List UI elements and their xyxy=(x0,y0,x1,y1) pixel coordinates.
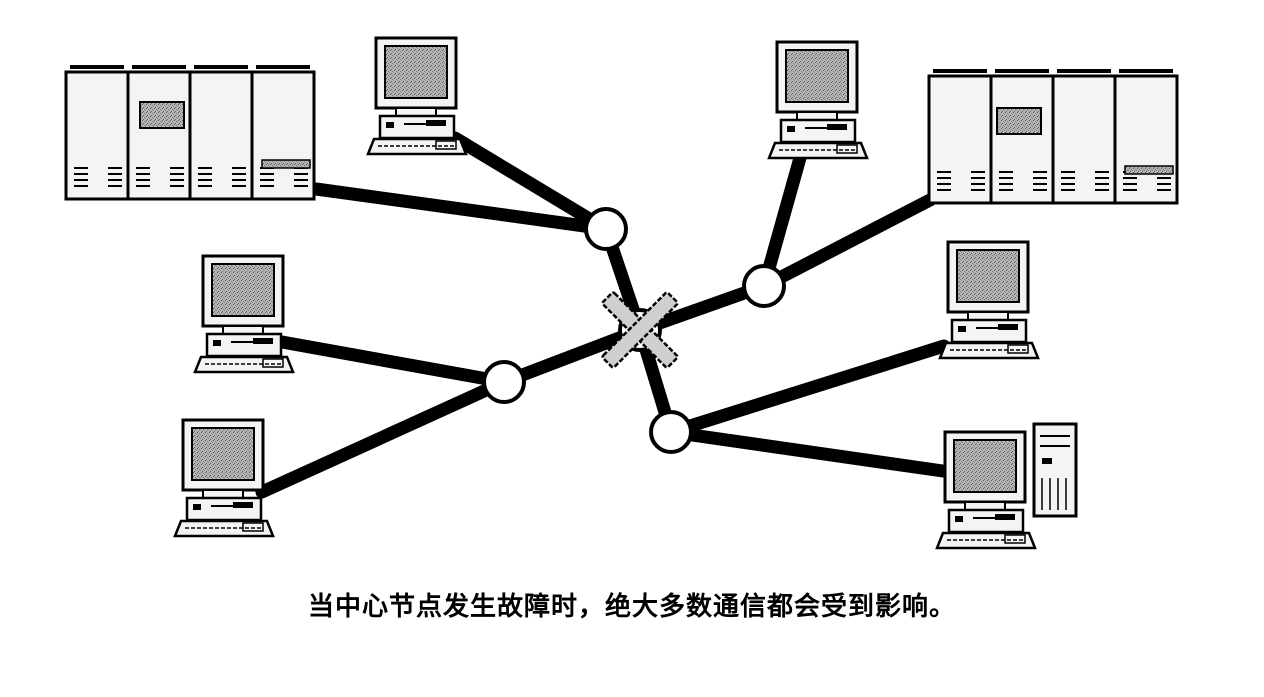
network-links xyxy=(255,131,957,499)
link-ws-top-right-to-hub-b xyxy=(757,151,807,293)
hub-node xyxy=(649,410,693,454)
workstation-icon xyxy=(366,36,468,156)
link-tower-pc-to-hub-d xyxy=(664,425,957,479)
link-mainframe-left-to-hub-a xyxy=(309,182,613,236)
link-ws-mid-right-to-hub-d xyxy=(664,339,951,439)
hub-node xyxy=(584,207,628,251)
link-mainframe-right-to-hub-b xyxy=(757,193,937,293)
link-ws-top-left-to-hub-a xyxy=(448,131,613,236)
link-ws-bottom-left-to-hub-c xyxy=(255,375,511,499)
tower-pc-icon xyxy=(935,422,1078,550)
mainframe-icon xyxy=(927,69,1179,205)
hub-node xyxy=(482,360,526,404)
failed-central-node-x-icon xyxy=(601,291,679,369)
workstation-icon xyxy=(938,240,1040,360)
link-hub-c-to-center xyxy=(497,323,647,389)
mainframe-icon xyxy=(64,65,316,201)
link-ws-mid-left-to-hub-c xyxy=(275,335,511,389)
failed-central-node xyxy=(601,291,679,369)
hub-node xyxy=(742,264,786,308)
workstation-icon xyxy=(767,40,869,160)
workstation-icon xyxy=(193,254,295,374)
workstation-icon xyxy=(173,418,275,538)
diagram-caption: 当中心节点发生故障时，绝大多数通信都会受到影响。 xyxy=(307,592,956,622)
